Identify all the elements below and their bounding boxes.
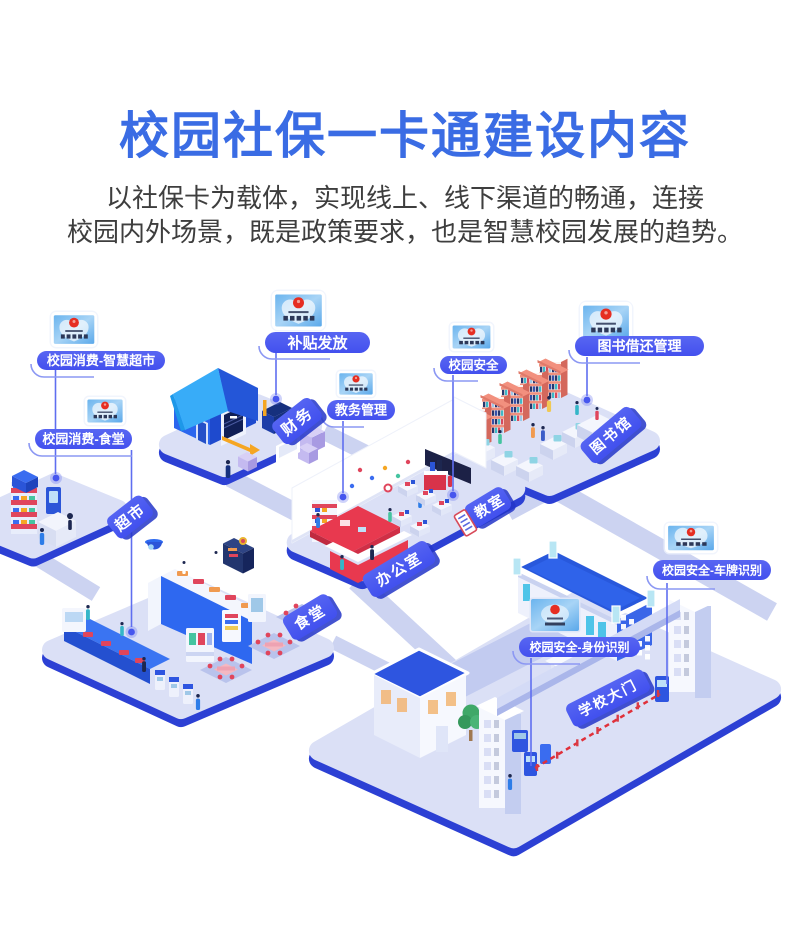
svg-text:图书借还管理: 图书借还管理 [598, 338, 682, 354]
svg-text:校园安全: 校园安全 [448, 358, 499, 373]
svg-text:校园安全-身份识别: 校园安全-身份识别 [530, 639, 630, 654]
svg-text:教务管理: 教务管理 [334, 403, 387, 418]
svg-text:校园消费-食堂: 校园消费-食堂 [42, 432, 124, 447]
svg-text:校园消费-智慧超市: 校园消费-智慧超市 [47, 353, 155, 368]
svg-text:校园安全-车牌识别: 校园安全-车牌识别 [662, 562, 762, 577]
svg-text:补贴发放: 补贴发放 [286, 334, 348, 352]
